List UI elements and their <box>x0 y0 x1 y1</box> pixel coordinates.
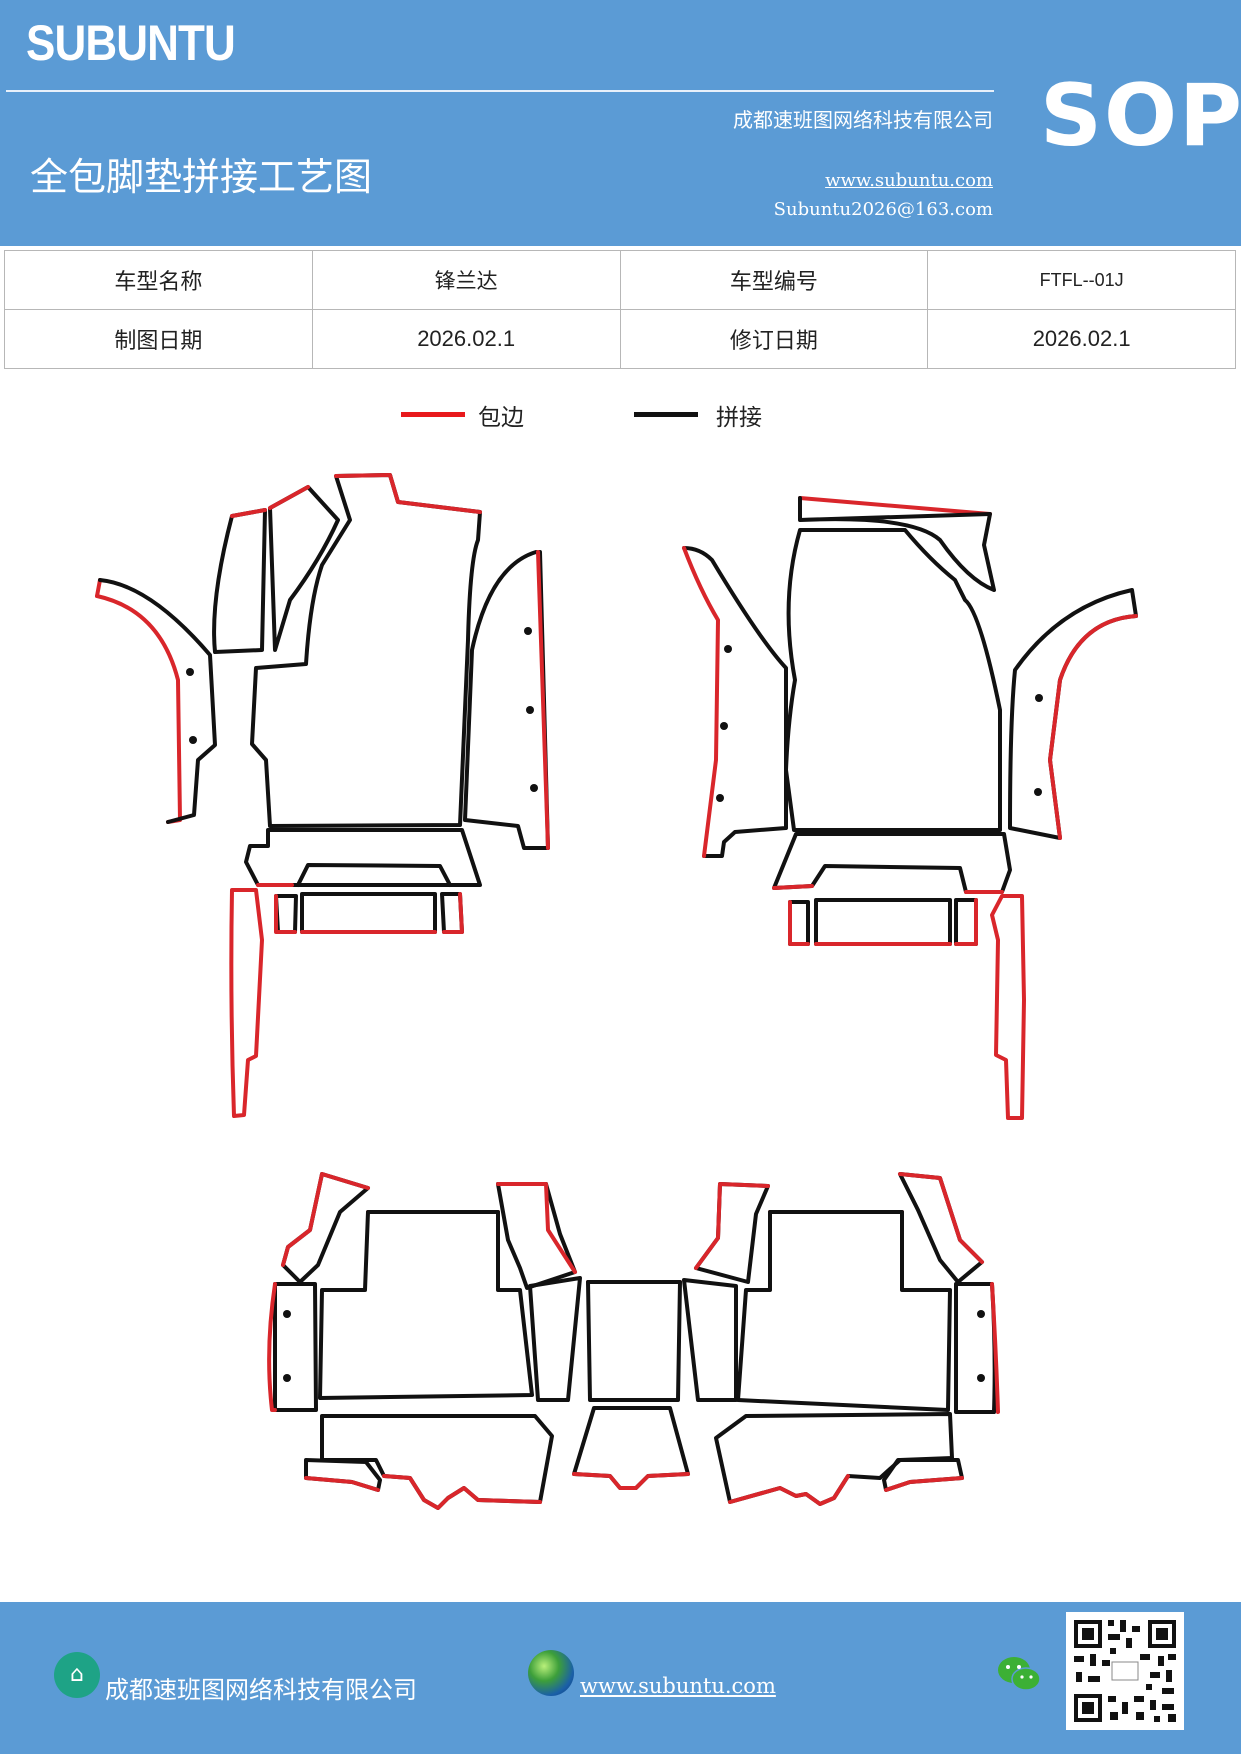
legend-seam-label: 拼接 <box>716 405 762 431</box>
footer-website-link[interactable]: www.subuntu.com <box>580 1674 776 1698</box>
model-code-value: FTFL--01J <box>927 250 1236 310</box>
model-name-label: 车型名称 <box>4 250 313 310</box>
footer-company-name: 成都速班图网络科技有限公司 <box>105 1676 417 1704</box>
building-icon: ⌂ <box>54 1652 100 1698</box>
rear-right-mat-group <box>682 1172 1000 1506</box>
info-table: 车型名称 锋兰达 车型编号 FTFL--01J 制图日期 2026.02.1 修… <box>4 250 1236 369</box>
model-name-value: 锋兰达 <box>311 250 621 310</box>
website-link[interactable]: www.subuntu.com <box>825 170 993 191</box>
footer-banner: ⌂ 成都速班图网络科技有限公司 www.subuntu.com <box>0 1602 1241 1754</box>
rear-center-mat-group <box>572 1280 690 1490</box>
globe-icon <box>528 1650 574 1696</box>
rear-left-mat-group <box>267 1172 582 1510</box>
draw-date-value: 2026.02.1 <box>311 309 621 369</box>
email-address[interactable]: Subuntu2026@163.com <box>773 199 993 220</box>
model-code-label: 车型编号 <box>619 250 929 310</box>
front-left-mat-group <box>95 473 550 1118</box>
sop-badge: SOP <box>1040 66 1241 166</box>
brand-logo: SUBUNTU <box>26 15 236 71</box>
wechat-icon <box>998 1657 1041 1691</box>
legend-seam-swatch <box>634 412 698 417</box>
table-row: 车型名称 锋兰达 车型编号 FTFL--01J <box>4 250 1236 310</box>
draw-date-label: 制图日期 <box>4 309 313 369</box>
qr-code[interactable] <box>1066 1612 1184 1730</box>
company-name: 成都速班图网络科技有限公司 <box>733 108 993 132</box>
header-banner: SUBUNTU SOP 成都速班图网络科技有限公司 全包脚垫拼接工艺图 www.… <box>0 0 1241 246</box>
table-row: 制图日期 2026.02.1 修订日期 2026.02.1 <box>4 309 1236 369</box>
revision-date-value: 2026.02.1 <box>927 309 1236 369</box>
legend: 包边 拼接 <box>0 398 1241 438</box>
legend-edge-label: 包边 <box>478 405 524 431</box>
revision-date-label: 修订日期 <box>619 309 929 369</box>
floor-mat-diagram <box>95 473 1138 1510</box>
header-divider <box>6 90 994 92</box>
legend-edge-swatch <box>401 412 465 417</box>
document-title: 全包脚垫拼接工艺图 <box>30 155 373 199</box>
front-right-mat-group <box>682 496 1138 1120</box>
